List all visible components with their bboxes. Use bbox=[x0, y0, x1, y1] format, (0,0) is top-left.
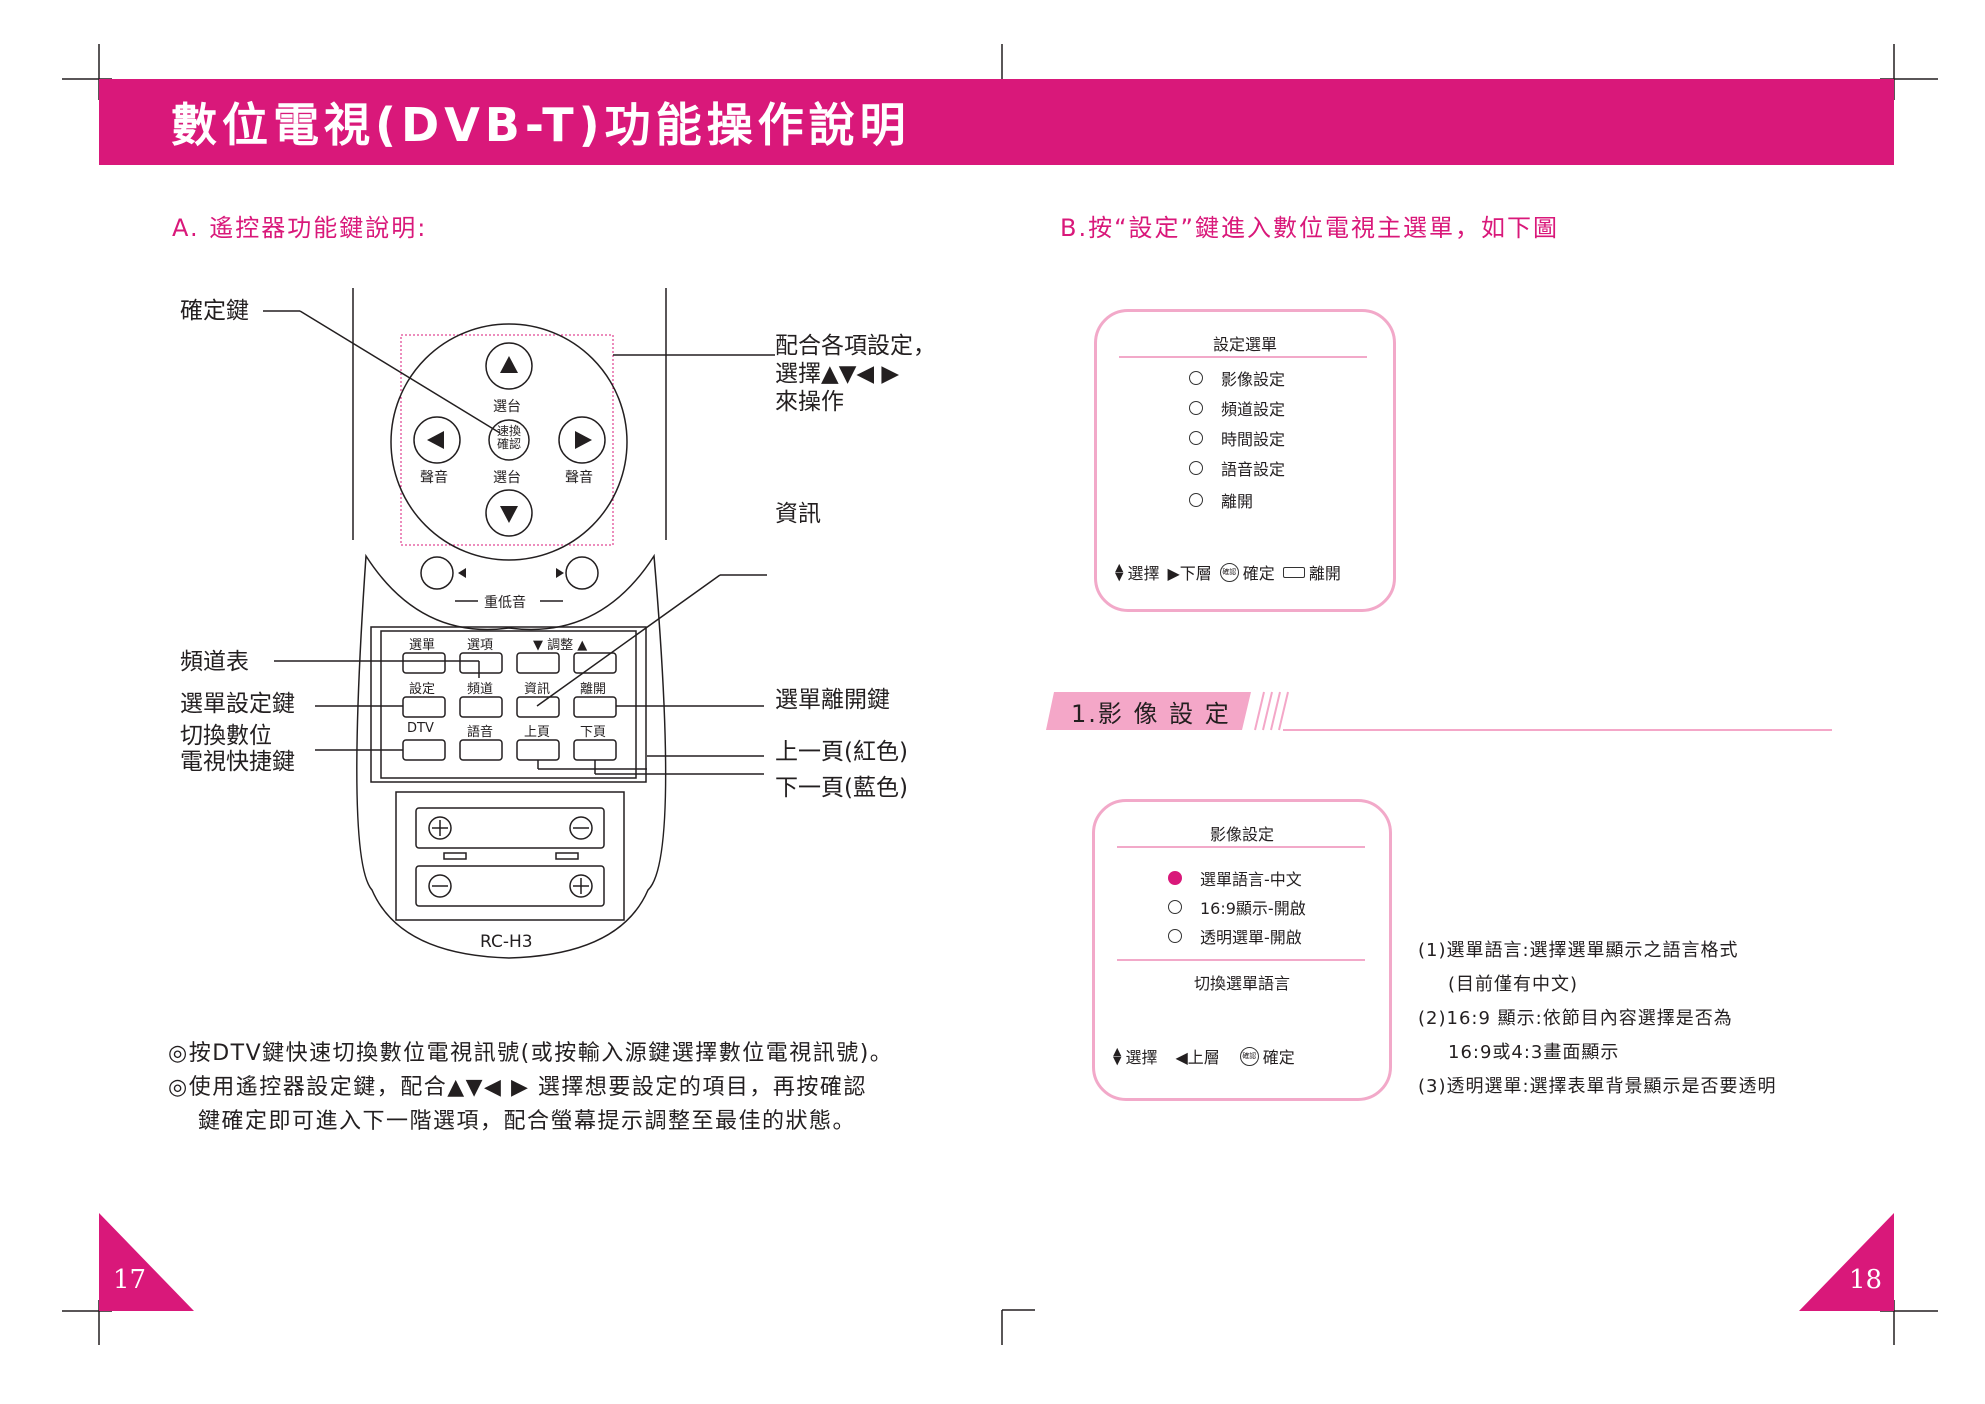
subsection-banner bbox=[1046, 691, 1832, 731]
key-option-label: 選項 bbox=[467, 638, 494, 653]
radio-icon bbox=[1189, 371, 1203, 385]
key-dtv-label: DTV bbox=[407, 721, 434, 736]
desc-line: 16:9或4:3畫面顯示 bbox=[1448, 1042, 1620, 1063]
remote-model: RC-H3 bbox=[480, 932, 533, 952]
desc-line: (3)透明選單:選擇表單背景顯示是否要透明 bbox=[1418, 1076, 1777, 1097]
picture-menu-hint: 切換選單語言 bbox=[1193, 974, 1290, 993]
descriptions: (1)選單語言:選擇選單顯示之語言格式 (目前僅有中文) (2)16:9 顯示:… bbox=[1418, 934, 1777, 1104]
picture-menu-item[interactable]: 透明選單-開啟 bbox=[1168, 924, 1302, 948]
callout-page-up: 上一頁(紅色) bbox=[775, 739, 908, 765]
callout-page-down: 下一頁(藍色) bbox=[775, 775, 908, 801]
callout-dtv-switch: 切換數位 電視快捷鍵 bbox=[180, 723, 295, 775]
page-corner-left bbox=[99, 1213, 194, 1311]
channel-down-label: 選台 bbox=[493, 470, 521, 486]
key-adjust-label: ▼ 調整 ▲ bbox=[533, 638, 588, 653]
key-info-label: 資訊 bbox=[524, 682, 551, 697]
key-pageup-label: 上頁 bbox=[524, 725, 551, 740]
desc-line: (目前僅有中文) bbox=[1448, 974, 1579, 995]
note-line-3: 鍵確定即可進入下一階選項，配合螢幕提示調整至最佳的狀態。 bbox=[198, 1109, 857, 1134]
page-corner-right bbox=[1799, 1213, 1894, 1311]
key-exit-label: 離開 bbox=[580, 682, 607, 697]
picture-menu-help: ▲▼ 選擇 ◀上層 確認 確定 bbox=[1113, 1045, 1295, 1067]
note-line-1: ◎按DTV鍵快速切換數位電視訊號(或按輸入源鍵選擇數位電視訊號)。 bbox=[168, 1041, 894, 1066]
picture-menu-divider-bottom bbox=[1117, 959, 1365, 961]
main-menu-item[interactable]: 離開 bbox=[1189, 488, 1253, 512]
key-setting-label: 設定 bbox=[409, 682, 436, 697]
main-menu-box: 設定選單 影像設定 頻道設定 時間設定 語音設定 離開 ▲▼ 選擇 ▶下層 確認… bbox=[1094, 309, 1396, 612]
callout-channel-list: 頻道表 bbox=[180, 649, 249, 675]
callout-confirm: 確定鍵 bbox=[180, 298, 249, 324]
volume-right-label: 聲音 bbox=[565, 470, 593, 486]
callout-menu-setting: 選單設定鍵 bbox=[180, 691, 295, 717]
confirm-key-label: 速換確認 bbox=[496, 424, 521, 451]
picture-menu-item[interactable]: 選單語言-中文 bbox=[1168, 866, 1302, 890]
radio-icon bbox=[1189, 461, 1203, 475]
picture-menu-item[interactable]: 16:9顯示-開啟 bbox=[1168, 895, 1306, 919]
callout-info: 資訊 bbox=[775, 501, 821, 527]
main-menu-item[interactable]: 影像設定 bbox=[1189, 366, 1285, 390]
desc-line: (2)16:9 顯示:依節目內容選擇是否為 bbox=[1418, 1008, 1733, 1029]
callout-menu-exit: 選單離開鍵 bbox=[775, 687, 890, 713]
up-down-arrow-icon: ▲▼ bbox=[1113, 1045, 1122, 1067]
main-menu-item[interactable]: 語音設定 bbox=[1189, 456, 1285, 480]
radio-icon bbox=[1168, 929, 1182, 943]
note-line-2: ◎使用遙控器設定鍵，配合▲▼◀ ▶ 選擇想要設定的項目，再按確認 bbox=[168, 1075, 867, 1100]
main-menu-item[interactable]: 時間設定 bbox=[1189, 426, 1285, 450]
picture-menu-divider-top bbox=[1117, 846, 1365, 848]
page-title: 數位電視(DVB-T)功能操作說明 bbox=[171, 98, 911, 152]
bass-label: 重低音 bbox=[484, 595, 526, 611]
section-b-heading: B.按“設定”鍵進入數位電視主選單，如下圖 bbox=[1060, 214, 1559, 242]
main-menu-title: 設定選單 bbox=[1212, 335, 1277, 354]
header-banner: 數位電視(DVB-T)功能操作說明 bbox=[99, 79, 1894, 165]
confirm-key-icon: 確認 bbox=[1219, 562, 1239, 582]
volume-left-label: 聲音 bbox=[420, 470, 448, 486]
radio-icon bbox=[1189, 493, 1203, 507]
radio-icon bbox=[1189, 431, 1203, 445]
subsection-title: 1.影 像 設 定 bbox=[1071, 700, 1231, 728]
radio-icon bbox=[1189, 401, 1203, 415]
page-number-right: 18 bbox=[1849, 1265, 1883, 1295]
page-number-left: 17 bbox=[113, 1265, 147, 1295]
channel-up-label: 選台 bbox=[493, 399, 521, 415]
confirm-key-icon: 確認 bbox=[1239, 1046, 1259, 1066]
section-a-heading: A. 遙控器功能鍵說明: bbox=[172, 214, 428, 242]
picture-menu-box: 影像設定 選單語言-中文 16:9顯示-開啟 透明選單-開啟 切換選單語言 ▲▼… bbox=[1092, 799, 1392, 1101]
main-menu-divider bbox=[1119, 356, 1367, 358]
desc-line: (1)選單語言:選擇選單顯示之語言格式 bbox=[1418, 940, 1739, 961]
main-menu-item[interactable]: 頻道設定 bbox=[1189, 396, 1285, 420]
main-menu-help: ▲▼ 選擇 ▶下層 確認 確定 離開 bbox=[1115, 561, 1341, 583]
radio-icon bbox=[1168, 900, 1182, 914]
key-audio-label: 語音 bbox=[467, 725, 494, 740]
key-channel-label: 頻道 bbox=[467, 682, 494, 697]
notes: ◎按DTV鍵快速切換數位電視訊號(或按輸入源鍵選擇數位電視訊號)。 ◎使用遙控器… bbox=[168, 1037, 893, 1139]
callout-combo: 配合各項設定， 選擇▲▼◀ ▶ 來操作 bbox=[775, 333, 936, 415]
radio-selected-icon bbox=[1168, 871, 1182, 885]
key-pagedown-label: 下頁 bbox=[580, 725, 607, 740]
up-down-arrow-icon: ▲▼ bbox=[1115, 561, 1124, 583]
exit-key-icon bbox=[1282, 566, 1305, 578]
key-menu-label: 選單 bbox=[409, 638, 436, 653]
picture-menu-title: 影像設定 bbox=[1209, 825, 1274, 844]
